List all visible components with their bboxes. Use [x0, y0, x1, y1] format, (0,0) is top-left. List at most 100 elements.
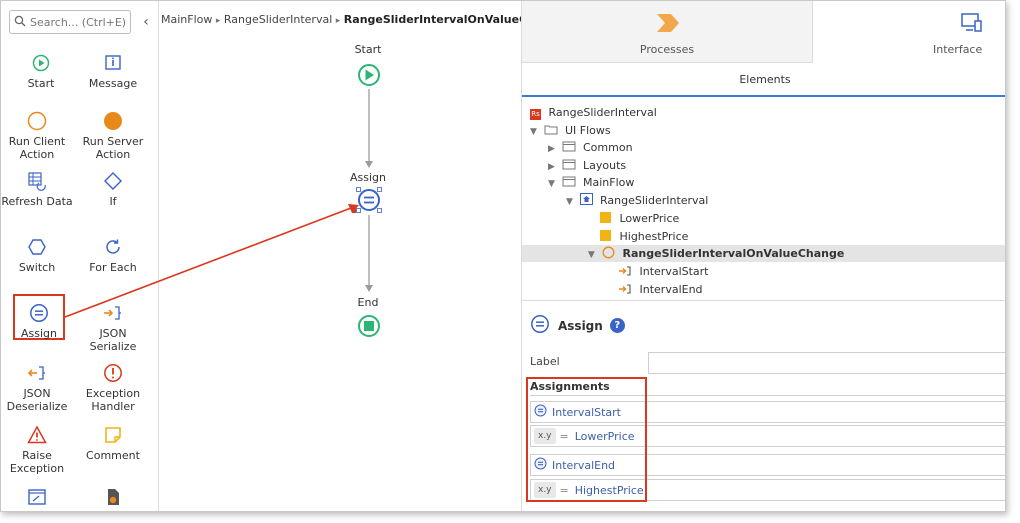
- assign-icon: [530, 314, 550, 337]
- flow-icon: [562, 141, 580, 154]
- flow-diagram: [352, 64, 382, 337]
- tool-refresh-data[interactable]: Refresh Data: [1, 169, 73, 208]
- assignment-variable-field[interactable]: IntervalStart: [530, 401, 1005, 423]
- assignment-variable: IntervalStart: [552, 405, 621, 419]
- tree-item-var2[interactable]: HighestPrice: [600, 228, 688, 245]
- breadcrumb-separator: ▸: [335, 16, 341, 26]
- tree-item-root[interactable]: Rs RangeSliderInterval: [530, 104, 657, 121]
- breadcrumb-separator: ▸: [215, 16, 221, 26]
- tree-item-param1[interactable]: IntervalStart: [618, 263, 709, 280]
- tree-label: MainFlow: [583, 176, 635, 189]
- flow-icon: [562, 176, 580, 189]
- elements-tree: Rs RangeSliderInterval ▼ UI Flows ▶ Comm…: [522, 104, 1005, 300]
- toolbox: Search... (Ctrl+E) ‹ Start Message Run C…: [1, 1, 159, 511]
- subtab-elements[interactable]: Elements: [522, 63, 1005, 97]
- tool-run-server-action[interactable]: Run Server Action: [73, 109, 153, 161]
- tree-label: Layouts: [583, 159, 627, 172]
- tree-item-param2[interactable]: IntervalEnd: [618, 281, 703, 298]
- tool-partial-left[interactable]: [1, 485, 73, 511]
- assign-tool-highlight: [13, 294, 65, 340]
- assignment-value: LowerPrice: [574, 429, 635, 443]
- tree-item-action[interactable]: ▼ RangeSliderIntervalOnValueChange: [522, 245, 1005, 262]
- expanded-icon[interactable]: ▼: [530, 127, 537, 137]
- tree-item-mainflow[interactable]: ▼ MainFlow: [548, 174, 634, 191]
- properties-title: Assign ?: [530, 314, 625, 337]
- tool-partial-right[interactable]: [77, 485, 149, 511]
- assignment-value-field[interactable]: x.y = LowerPrice: [530, 425, 1005, 447]
- assignment-value: HighestPrice: [574, 483, 644, 497]
- tool-message[interactable]: Message: [77, 51, 149, 90]
- client-action-icon: [602, 246, 619, 260]
- refresh-data-icon: [1, 169, 73, 193]
- assignment-variable-field[interactable]: IntervalEnd: [530, 454, 1005, 476]
- assignments-header: Assignments: [530, 380, 610, 393]
- tree-item-layouts[interactable]: ▶ Layouts: [548, 157, 626, 174]
- properties-panel: Assign ? Label Assignments IntervalStart…: [522, 301, 1005, 511]
- tool-label: Run Server Action: [82, 135, 144, 161]
- tool-label: Comment: [86, 449, 140, 462]
- tree-item-screen[interactable]: ▼ RangeSliderInterval: [566, 192, 708, 209]
- json-deserialize-icon: [1, 361, 77, 385]
- tool-start[interactable]: Start: [5, 51, 77, 90]
- tree-item-ui-flows[interactable]: ▼ UI Flows: [530, 122, 611, 139]
- module-badge-icon: Rs: [530, 109, 541, 120]
- tool-label: Assign: [21, 327, 57, 340]
- tree-label: HighestPrice: [619, 230, 689, 243]
- search-placeholder: Search... (Ctrl+E): [30, 15, 127, 29]
- tool-comment[interactable]: Comment: [77, 423, 149, 462]
- run-client-action-icon: [1, 109, 77, 133]
- tool-label: JSON Serialize: [89, 327, 137, 353]
- tool-assign[interactable]: Assign: [3, 301, 75, 340]
- panel-splitter[interactable]: [522, 300, 1005, 301]
- tree-label: IntervalStart: [639, 265, 709, 278]
- expanded-icon[interactable]: ▼: [566, 197, 573, 207]
- tool-run-client-action[interactable]: Run Client Action: [1, 109, 77, 161]
- tree-item-common[interactable]: ▶ Common: [548, 139, 633, 156]
- local-variable-icon: [600, 230, 611, 241]
- collapsed-icon[interactable]: ▶: [548, 144, 555, 154]
- tool-json-deserialize[interactable]: JSON Deserialize: [1, 361, 77, 413]
- tool-label: JSON Deserialize: [6, 387, 68, 413]
- start-node[interactable]: [358, 64, 380, 86]
- collapsed-icon[interactable]: ▶: [548, 162, 555, 172]
- end-node-label: End: [357, 296, 379, 309]
- help-icon[interactable]: ?: [609, 318, 625, 333]
- input-parameter-icon: [618, 283, 636, 296]
- tool-switch[interactable]: Switch: [1, 235, 73, 274]
- screen-icon: [579, 193, 597, 207]
- expanded-icon[interactable]: ▼: [587, 250, 595, 260]
- breadcrumb-screen[interactable]: RangeSliderInterval: [223, 13, 333, 26]
- search-input[interactable]: Search... (Ctrl+E): [9, 10, 131, 34]
- input-parameter-icon: [618, 265, 636, 278]
- tool-label: For Each: [89, 261, 137, 274]
- assign-node-label: Assign: [350, 171, 386, 184]
- tool-for-each[interactable]: For Each: [77, 235, 149, 274]
- tree-item-var1[interactable]: LowerPrice: [600, 210, 679, 227]
- tab-processes[interactable]: Processes: [522, 1, 812, 63]
- tool-raise-exception[interactable]: Raise Exception: [1, 423, 77, 475]
- tool-if[interactable]: If: [77, 169, 149, 208]
- breadcrumb-current: RangeSliderIntervalOnValueChange: [343, 13, 566, 26]
- assign-icon: [534, 404, 547, 420]
- label-input[interactable]: [648, 352, 1005, 374]
- tool-exception-handler[interactable]: Exception Handler: [73, 361, 153, 413]
- if-icon: [77, 169, 149, 193]
- flow-canvas[interactable]: MainFlow ▸ RangeSliderInterval ▸ RangeSl…: [159, 1, 566, 511]
- label-caption: Label: [530, 355, 560, 368]
- properties-title-text: Assign: [558, 318, 603, 333]
- assign-node[interactable]: [352, 187, 382, 214]
- expanded-icon[interactable]: ▼: [548, 179, 555, 189]
- assignment-variable: IntervalEnd: [552, 458, 616, 472]
- json-serialize-icon: [77, 301, 149, 325]
- collapse-toolbox-button[interactable]: ‹: [143, 14, 149, 30]
- end-node[interactable]: [358, 315, 380, 337]
- breadcrumb-mainflow[interactable]: MainFlow: [161, 13, 213, 26]
- assignment-value-field[interactable]: x.y = HighestPrice: [530, 479, 1005, 501]
- exception-handler-icon: [73, 361, 153, 385]
- flow-icon: [562, 159, 580, 172]
- tool-json-serialize[interactable]: JSON Serialize: [77, 301, 149, 353]
- tab-interface[interactable]: Interface: [812, 1, 1005, 63]
- run-server-action-icon: [73, 109, 153, 133]
- execute-sql-icon: [1, 485, 73, 509]
- tool-label: Message: [88, 77, 138, 90]
